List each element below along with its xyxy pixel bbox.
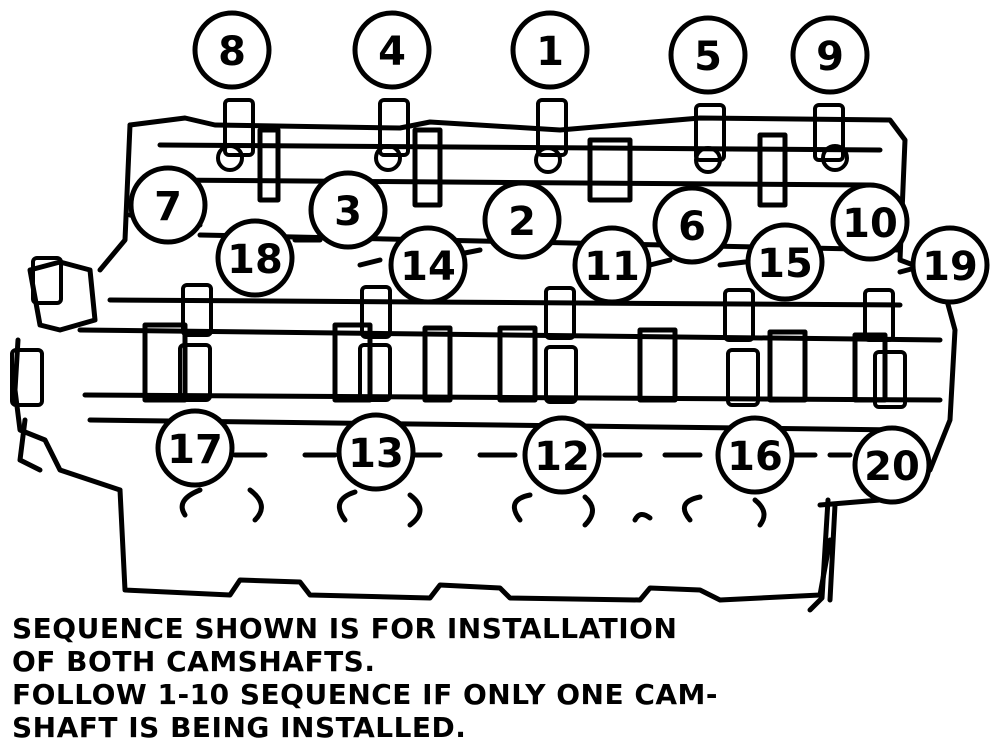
callout-circle — [336, 412, 416, 492]
callout-circle — [745, 222, 825, 302]
callout-11: 11 — [572, 225, 652, 305]
callout-circle — [715, 415, 795, 495]
callout-circle — [910, 225, 990, 305]
callout-number: 3 — [334, 189, 362, 235]
callout-circle — [668, 15, 748, 95]
callout-8: 8 — [192, 10, 272, 90]
callout-number: 12 — [534, 434, 590, 480]
callout-number: 14 — [400, 244, 456, 290]
callout-number: 17 — [167, 427, 223, 473]
callout-number: 6 — [678, 204, 706, 250]
callout-circle — [790, 15, 870, 95]
callout-circle — [522, 415, 602, 495]
callout-9: 9 — [790, 15, 870, 95]
callout-number: 16 — [727, 434, 783, 480]
callout-circle — [128, 165, 208, 245]
callout-circle — [652, 185, 732, 265]
callout-16: 16 — [715, 415, 795, 495]
callout-circle — [388, 225, 468, 305]
callout-number: 20 — [864, 444, 920, 490]
callout-circle — [192, 10, 272, 90]
caption-line: FOLLOW 1-10 SEQUENCE IF ONLY ONE CAM- — [12, 678, 719, 711]
caption-line: OF BOTH CAMSHAFTS. — [12, 645, 376, 678]
callout-number: 15 — [757, 241, 813, 287]
callout-13: 13 — [336, 412, 416, 492]
caption-line: SEQUENCE SHOWN IS FOR INSTALLATION — [12, 612, 678, 645]
callout-number: 10 — [842, 201, 898, 247]
callout-number: 18 — [227, 237, 283, 283]
callout-circle — [852, 425, 932, 505]
callout-3: 3 — [308, 170, 388, 250]
callout-19: 19 — [910, 225, 990, 305]
callout-15: 15 — [745, 222, 825, 302]
callout-circle — [482, 180, 562, 260]
callout-5: 5 — [668, 15, 748, 95]
callout-7: 7 — [128, 165, 208, 245]
callout-number: 9 — [816, 34, 844, 80]
caption-line: SHAFT IS BEING INSTALLED. — [12, 711, 467, 744]
installation-note: SEQUENCE SHOWN IS FOR INSTALLATION OF BO… — [12, 612, 1002, 744]
callout-2: 2 — [482, 180, 562, 260]
callout-6: 6 — [652, 185, 732, 265]
callout-10: 10 — [830, 182, 910, 262]
callout-number: 2 — [508, 199, 536, 245]
callout-4: 4 — [352, 10, 432, 90]
callout-circle — [155, 408, 235, 488]
callout-number: 7 — [154, 184, 182, 230]
callout-number: 1 — [536, 29, 564, 75]
callout-12: 12 — [522, 415, 602, 495]
callout-circle — [308, 170, 388, 250]
callout-number: 4 — [378, 29, 406, 75]
callout-circle — [572, 225, 652, 305]
callout-circle — [510, 10, 590, 90]
callout-circle — [352, 10, 432, 90]
callout-number: 11 — [584, 244, 640, 290]
callout-circle — [215, 218, 295, 298]
callout-number: 8 — [218, 29, 246, 75]
callout-number: 19 — [922, 244, 978, 290]
callout-18: 18 — [215, 218, 295, 298]
callout-1: 1 — [510, 10, 590, 90]
callout-number: 5 — [694, 34, 722, 80]
callout-number: 13 — [348, 431, 404, 477]
callout-20: 20 — [852, 425, 932, 505]
callout-17: 17 — [155, 408, 235, 488]
callout-14: 14 — [388, 225, 468, 305]
callout-circle — [830, 182, 910, 262]
